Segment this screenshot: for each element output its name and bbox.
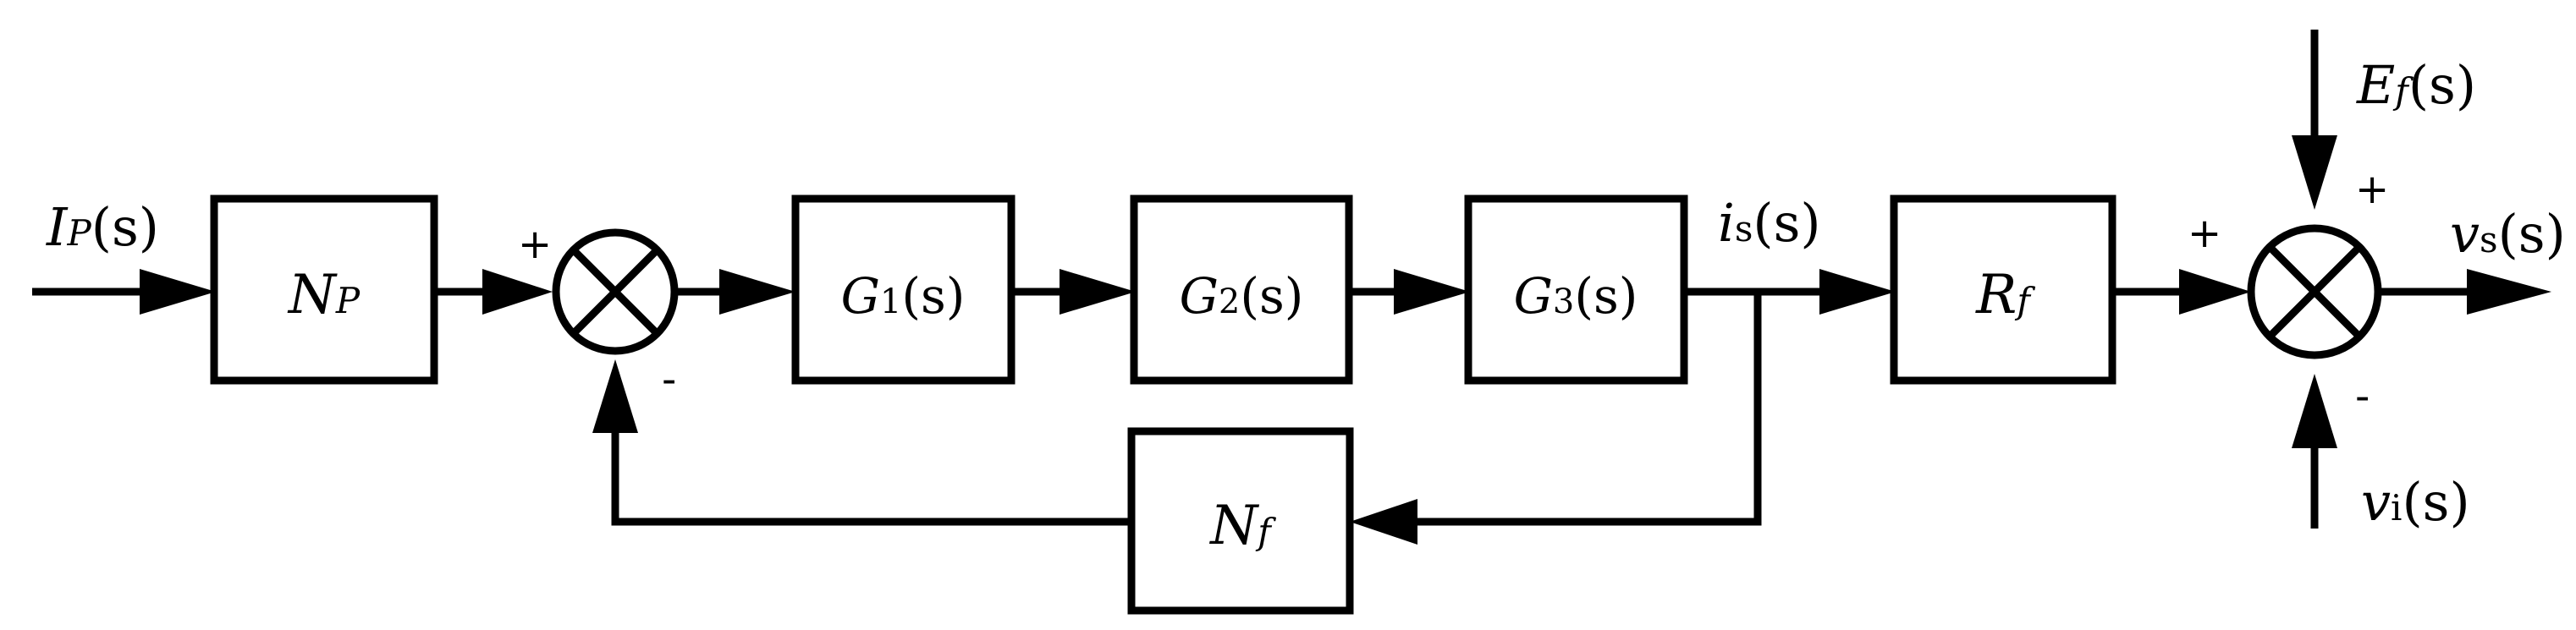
arrowhead-g1 (719, 269, 795, 315)
block-np: NP (210, 194, 438, 385)
sign-sum1-left: + (518, 221, 552, 268)
block-g3-arg: (s) (1574, 267, 1638, 325)
block-np-main: N (287, 264, 338, 326)
block-g3-main: G (1514, 267, 1553, 325)
block-nf: Nf (1127, 427, 1354, 615)
svg-text:G3(s): G3(s) (1514, 267, 1638, 325)
block-g1-arg: (s) (901, 267, 965, 325)
arrowhead-g3 (1394, 269, 1470, 315)
wire-feedback-return (611, 431, 1131, 526)
arrowhead-g2 (1060, 269, 1136, 315)
summing-junction-1 (552, 228, 679, 355)
block-g2-sub: 2 (1219, 282, 1240, 321)
sign-sum1-bottom: - (662, 356, 676, 403)
signal-vs-label: vs(s) (2450, 203, 2566, 265)
block-nf-main: N (1208, 495, 1259, 557)
sign-sum2-top: + (2355, 166, 2389, 213)
signal-ip-label: IP(s) (46, 196, 159, 258)
signal-vi-label: vi(s) (2361, 471, 2470, 533)
block-g2-arg: (s) (1240, 267, 1303, 325)
svg-text:NP: NP (287, 264, 361, 326)
arrowhead-sum1-bottom (592, 359, 638, 433)
block-np-sub: P (335, 280, 361, 321)
arrowhead-sum1 (482, 269, 553, 315)
sign-sum2-bottom: - (2355, 373, 2370, 420)
block-g1: G1(s) (791, 194, 1016, 385)
block-g3: G3(s) (1464, 194, 1688, 385)
arrowhead-sum2-left (2179, 269, 2251, 315)
block-g1-main: G (841, 267, 880, 325)
block-rf: Rf (1890, 194, 2116, 385)
signal-ef-label: Ef(s) (2356, 54, 2476, 116)
arrowhead-nf (1350, 499, 1417, 545)
summing-junction-2 (2247, 224, 2382, 359)
block-g3-sub: 3 (1553, 282, 1574, 321)
arrowhead-input (140, 269, 216, 315)
svg-text:G1(s): G1(s) (841, 267, 966, 325)
sign-sum2-left: + (2188, 210, 2221, 257)
signal-is-label: is(s) (1718, 192, 1821, 254)
block-g1-sub: 1 (880, 282, 901, 321)
block-g2-main: G (1180, 267, 1219, 325)
wire-feedback-takeoff (1409, 292, 1762, 526)
arrowhead-sum2-bottom (2292, 374, 2337, 448)
block-g2: G2(s) (1130, 194, 1353, 385)
arrowhead-output (2467, 269, 2551, 315)
arrowhead-rf (1819, 269, 1896, 315)
arrowhead-sum2-top (2292, 135, 2337, 210)
block-rf-main: R (1975, 264, 2017, 326)
svg-text:G2(s): G2(s) (1180, 267, 1304, 325)
